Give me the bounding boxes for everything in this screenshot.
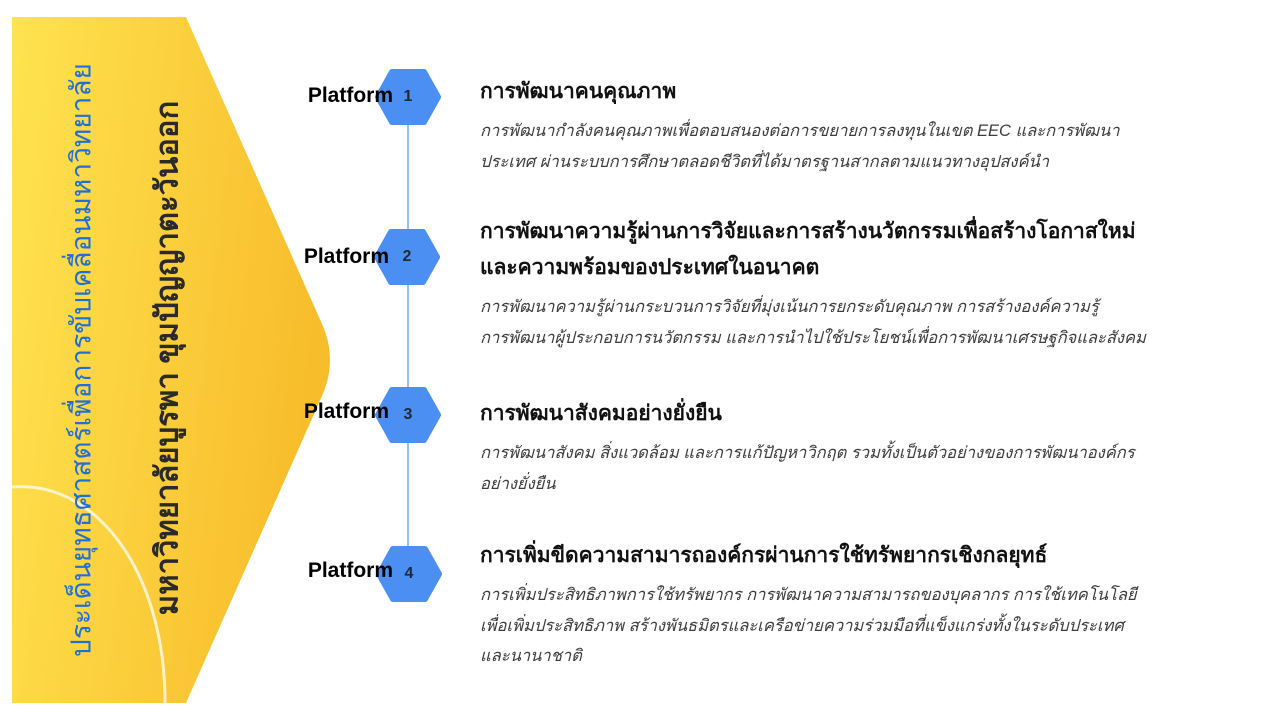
platform-1-content: การพัฒนาคนคุณภาพ การพัฒนากำลังคนคุณภาพเพ… [480,74,1250,177]
platform-3-description-line: อย่างยั่งยืน [480,474,556,493]
platform-4-title: การเพิ่มขีดความสามารถองค์กรผ่านการใช้ทรั… [480,538,1250,574]
platform-1-description: การพัฒนากำลังคนคุณภาพเพื่อตอบสนองต่อการข… [480,116,1250,177]
platform-2-hexagon: 2 [373,228,441,286]
platform-3-title: การพัฒนาสังคมอย่างยั่งยืน [480,396,1250,432]
platform-1-description-line: การพัฒนากำลังคนคุณภาพเพื่อตอบสนองต่อการข… [480,122,1120,140]
platform-2-title: การพัฒนาความรู้ผ่านการวิจัยและการสร้างนว… [480,214,1250,286]
hexagon-shape [374,229,440,285]
platform-4-title-line: การเพิ่มขีดความสามารถองค์กรผ่านการใช้ทรั… [480,544,1048,567]
banner-subtitle: ประเด็นยุทธศาสตร์เพื่อการขับเคลื่อนมหาวิ… [65,63,97,657]
platform-3-description: การพัฒนาสังคม สิ่งแวดล้อม และการแก้ปัญหา… [480,438,1250,499]
banner-chevron [12,17,330,703]
platform-1-hexagon: 1 [374,68,442,126]
hexagon-shape [375,69,441,125]
banner-title: มหาวิทยาลัยบูรพา ขุมปัญญาตะวันออก [149,100,185,616]
platform-1-number: 1 [403,88,413,105]
platform-4-content: การเพิ่มขีดความสามารถองค์กรผ่านการใช้ทรั… [480,538,1250,672]
platform-4-description: การเพิ่มประสิทธิภาพการใช้ทรัพยากร การพัฒ… [480,580,1250,672]
platform-3-title-line: การพัฒนาสังคมอย่างยั่งยืน [480,402,722,425]
platform-4-description-line: การเพิ่มประสิทธิภาพการใช้ทรัพยากร การพัฒ… [480,586,1137,604]
hexagon-shape [376,546,442,602]
hexagon-shape [375,387,441,443]
banner-decorative-arc [11,485,167,704]
timeline-line [407,100,409,572]
platform-2-description-line: การพัฒนาความรู้ผ่านกระบวนการวิจัยที่มุ่ง… [480,298,1099,316]
platform-4-hexagon: 4 [375,545,443,603]
platform-1-title-line: การพัฒนาคนคุณภาพ [480,80,677,103]
banner-subtitle-box: ประเด็นยุทธศาสตร์เพื่อการขับเคลื่อนมหาวิ… [64,55,99,665]
platform-2-label: Platform [303,245,389,268]
platform-3-number: 3 [403,406,413,423]
platform-2-title-line: และความพร้อมของประเทศในอนาคต [480,256,820,279]
platform-2-content: การพัฒนาความรู้ผ่านการวิจัยและการสร้างนว… [480,214,1250,353]
platform-1-description-line: ประเทศ ผ่านระบบการศึกษาตลอดชีวิตที่ได้มา… [480,152,1050,171]
platform-2-number: 2 [402,248,412,265]
platform-4-description-line: และนานาชาติ [480,647,582,665]
banner-title-box: มหาวิทยาลัยบูรพา ขุมปัญญาตะวันออก [149,63,188,653]
platform-4-label: Platform [307,559,393,582]
platform-4-description-line: เพื่อเพิ่มประสิทธิภาพ สร้างพันธมิตรและเค… [480,616,1124,635]
platform-3-hexagon: 3 [374,386,442,444]
platform-1-label: Platform [307,84,393,107]
platform-3-content: การพัฒนาสังคมอย่างยั่งยืน การพัฒนาสังคม … [480,396,1250,499]
platform-2-description: การพัฒนาความรู้ผ่านกระบวนการวิจัยที่มุ่ง… [480,292,1250,353]
platform-4-number: 4 [404,565,414,582]
platform-1-title: การพัฒนาคนคุณภาพ [480,74,1250,110]
platform-2-description-line: การพัฒนาผู้ประกอบการนวัตกรรม และการนำไปใ… [480,328,1146,347]
platform-3-description-line: การพัฒนาสังคม สิ่งแวดล้อม และการแก้ปัญหา… [480,444,1135,462]
platform-2-title-line: การพัฒนาความรู้ผ่านการวิจัยและการสร้างนว… [480,220,1136,243]
platform-3-label: Platform [303,400,389,423]
